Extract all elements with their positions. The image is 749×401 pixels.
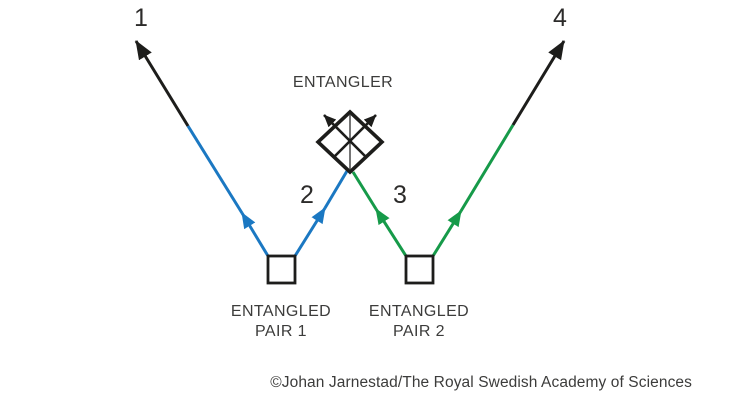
- entangled-pair-1-source-box: [266, 254, 297, 285]
- photon-3-line-arrow-segment: [374, 208, 408, 257]
- photon-1-line-black-segment: [134, 40, 190, 127]
- entangled-pair-2-label: ENTANGLED PAIR 2: [369, 302, 469, 342]
- entangled-pair-1-label-line2: PAIR 1: [255, 323, 307, 340]
- photon-2-line-upper-segment: [323, 170, 349, 209]
- photon-3-line-upper-segment: [351, 171, 378, 210]
- photon-2-line-arrow-segment: [293, 207, 327, 257]
- entangler-symbol: [315, 109, 385, 175]
- entangled-pair-1-label: ENTANGLED PAIR 1: [231, 302, 331, 342]
- photon-2-label: 2: [300, 181, 314, 209]
- entangled-pair-2-source-box: [404, 254, 435, 285]
- entangled-pair-2-label-line1: ENTANGLED: [368, 303, 470, 320]
- photon-3-label: 3: [393, 181, 407, 209]
- entangler-output-arrow-right: [333, 114, 377, 158]
- entangled-pair-2-label-line2: PAIR 2: [393, 323, 445, 340]
- entangler-output-arrow-left: [323, 114, 367, 158]
- photon-1-line-blue-segment: [186, 125, 244, 214]
- photon-4-label: 4: [553, 4, 567, 32]
- image-credit: ©Johan Jarnestad/The Royal Swedish Acade…: [270, 374, 692, 391]
- photon-1-line-blue-arrow-segment: [240, 212, 270, 257]
- entangled-pair-1-label-line1: ENTANGLED: [230, 303, 332, 320]
- photon-1-label: 1: [134, 4, 148, 32]
- entangler-label: ENTANGLER: [292, 74, 394, 91]
- photon-4-line-green-arrow-segment: [431, 210, 463, 257]
- photon-4-line-green-segment: [459, 124, 515, 212]
- photon-4-line-black-segment: [511, 40, 566, 126]
